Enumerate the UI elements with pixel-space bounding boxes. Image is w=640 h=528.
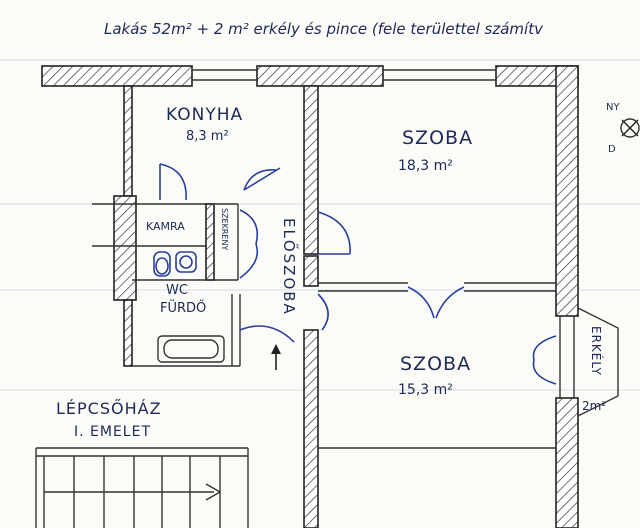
kitchen-name: KONYHA [166, 105, 243, 125]
stairwell-label: LÉPCSŐHÁZ [56, 398, 162, 418]
compass-label-top: NY [606, 102, 620, 113]
bath-fixtures [153, 251, 225, 363]
header-note: Lakás 52m² + 2 m² erkély és pince (fele … [104, 20, 544, 38]
room-bottom-area: 15,3 m² [398, 382, 453, 398]
bath-name-line1: WC [166, 283, 188, 298]
pantry-name: KAMRA [146, 220, 185, 233]
compass-label-bottom: D [608, 144, 616, 155]
doors [159, 163, 557, 385]
hall-name: ELŐSZOBA [280, 218, 300, 316]
kitchen-area: 8,3 m² [186, 129, 229, 144]
entrance-arrow-icon [271, 344, 281, 370]
balcony-area: 2m² [582, 399, 606, 413]
balcony-outline [577, 307, 619, 417]
balcony-name: ERKÉLY [589, 326, 604, 376]
bath-name-line2: FÜRDŐ [160, 299, 206, 316]
compass-icon [620, 118, 640, 138]
floor-label: I. EMELET [74, 424, 151, 440]
room-top-area: 18,3 m² [398, 158, 453, 174]
walls [41, 65, 579, 528]
closet-name: SZEKRÉNY [220, 208, 231, 250]
stairs [35, 447, 249, 528]
room-top-name: SZOBA [402, 127, 473, 149]
room-bottom-name: SZOBA [400, 353, 471, 375]
